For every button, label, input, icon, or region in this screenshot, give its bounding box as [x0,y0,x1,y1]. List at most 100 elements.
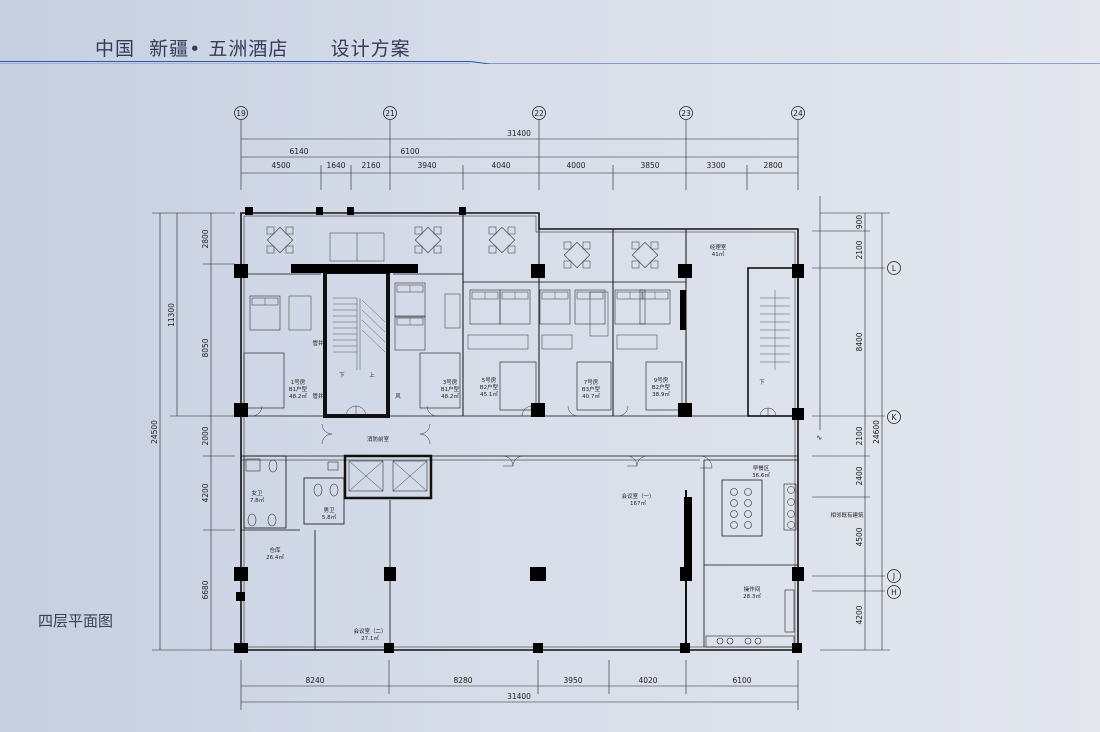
dim-right-total: 24600 [872,420,881,444]
dim-left-2: 2000 [201,426,210,445]
page-title: 中国 新疆• 五洲酒店 设计方案 [95,38,411,60]
room5-name: 5号房 [482,376,497,384]
breakfast-counter [721,479,797,537]
dim-right-5: 4500 [855,527,864,546]
dim-top-2-1: 6100 [400,147,419,156]
dimensions-top [240,120,799,190]
elevators [343,454,433,500]
room7-name: 7号房 [584,378,599,386]
room7-type: B3户型 [582,385,601,393]
room1-area: 48.2㎡ [289,392,307,400]
dim-top-3-7: 3300 [706,161,725,170]
door-swings [251,405,777,469]
dim-left-3: 4200 [201,483,210,502]
dim-right-1: 2100 [855,240,864,259]
stair-down-2: 下 [759,379,765,386]
meeting2-area: 27.1㎡ [361,634,379,642]
dimensions-bottom [240,660,799,710]
dimensions-left [152,212,235,651]
dim-top-2-0: 6140 [289,147,308,156]
breakfast-area: 36.6㎡ [752,471,770,479]
operation-area: 28.3㎡ [743,592,761,600]
dim-top-3-4: 4040 [491,161,510,170]
manager-name: 经理室 [710,243,727,251]
axis-bubbles-right: L K J H [887,261,901,599]
dim-right-3: 2100 [855,426,864,445]
axis-23: 23 [681,109,691,118]
axis-J: J [892,572,895,581]
dim-right-2: 8400 [855,332,864,351]
axis-bubbles-top: 19 21 22 23 24 [234,106,805,120]
stair-down-1: 下 [339,372,345,379]
axis-21: 21 [385,109,395,118]
dim-left-4: 6680 [201,580,210,599]
dim-right-0: 900 [855,215,864,230]
female-wc-name: 女卫 [251,489,263,497]
dim-bottom-3: 4020 [638,676,657,685]
axis-K: K [892,413,898,422]
building-walls [240,212,799,651]
dim-right-4: 2400 [855,466,864,485]
dim-top-3-3: 3940 [417,161,436,170]
dim-top-3-6: 3850 [640,161,659,170]
room1-type: B1户型 [289,385,308,393]
axis-19: 19 [236,109,246,118]
meeting-tables [329,232,385,262]
storage-name: 仓库 [269,546,281,554]
stair-up-1: 上 [369,371,375,379]
axis-24: 24 [793,109,803,118]
neighbor-building-label: 相邻既有建筑 [830,511,864,519]
room5-type: B2户型 [480,383,499,391]
dim-bottom-4: 6100 [732,676,751,685]
storage-area: 26.4㎡ [266,553,284,561]
pipe-shaft-1: 管井 [312,339,324,347]
dim-top-3-1: 1640 [326,161,345,170]
male-wc-name: 男卫 [323,507,335,514]
dim-left-total: 24500 [150,420,159,444]
stair-treads [333,290,790,370]
fire-lobby-name: 消防前室 [367,435,390,443]
dim-bottom-2: 3950 [563,676,582,685]
room7-area: 40.7㎡ [582,392,600,400]
svg-text:∿: ∿ [816,433,822,442]
structural-columns [234,207,804,653]
axis-H: H [891,588,897,597]
toilet-fixtures [245,458,339,527]
dim-top-3-5: 4000 [566,161,585,170]
meeting1-name: 会议室（一） [621,492,654,500]
axis-L: L [892,264,897,273]
manager-area: 41㎡ [712,250,725,258]
room9-type: B2户型 [652,383,671,391]
dim-bottom-0: 8240 [305,676,324,685]
wind-shaft: 风 [395,393,401,400]
header-divider [0,61,1100,64]
female-wc-area: 7.8㎡ [250,496,265,504]
room3-name: 3号房 [443,378,458,386]
meeting1-area: 167㎡ [630,499,646,507]
dim-bottom-1: 8280 [453,676,472,685]
dim-top-3-2: 2160 [361,161,380,170]
room5-area: 45.1㎡ [480,390,498,398]
dim-left-mid: 11300 [167,303,176,327]
room3-area: 48.2㎡ [441,392,459,400]
room3-type: B1户型 [441,385,460,393]
room1-name: 1号房 [291,378,306,386]
axis-22: 22 [534,109,544,118]
dim-right-6: 4200 [855,605,864,624]
dimensions-right [812,196,890,651]
dim-left-0: 2800 [201,229,210,248]
meeting2-name: 会议室（二） [353,627,386,635]
dim-left-1: 8050 [201,338,210,357]
dim-top-3-8: 2800 [763,161,782,170]
floor-plan-label: 四层平面图 [38,612,114,630]
room9-area: 38.9㎡ [652,390,670,398]
breakfast-name: 早餐区 [753,464,770,472]
kitchen-equipment [705,589,795,648]
pipe-shaft-2: 管井 [312,392,324,400]
operation-name: 操作间 [744,585,761,593]
dim-top-3-0: 4500 [271,161,290,170]
desks [288,291,658,350]
dim-top-total: 31400 [507,129,531,138]
male-wc-area: 5.8㎡ [322,513,337,521]
